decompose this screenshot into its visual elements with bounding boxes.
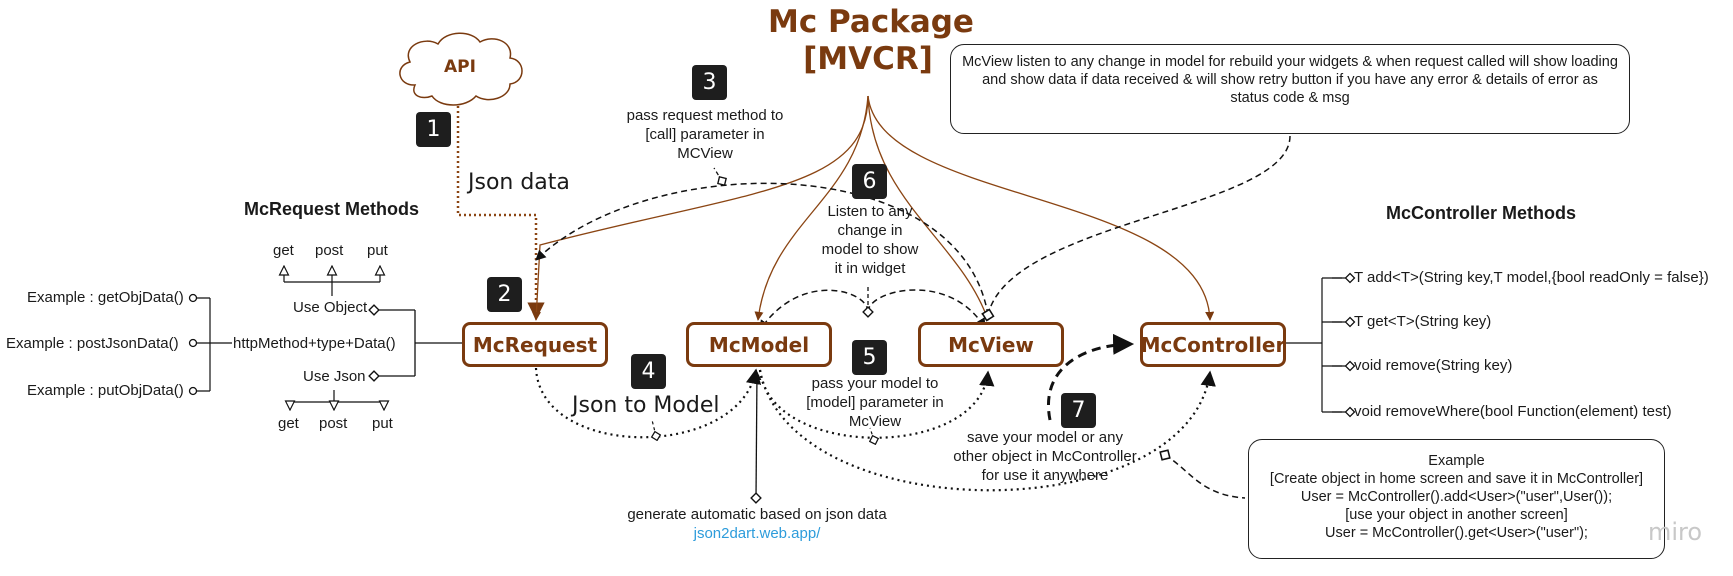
- example-post: Example : postJsonData(): [6, 335, 179, 352]
- step7-line1: save your model or any: [967, 429, 1123, 446]
- generate-text: generate automatic based on json data js…: [582, 505, 932, 543]
- step5-line1: pass your model to: [811, 375, 939, 392]
- controller-method-add: T add<T>(String key,T model,{bool readOn…: [1354, 269, 1709, 286]
- step3-line2: [call] parameter in: [645, 126, 765, 143]
- mccontroller-node: McController: [1140, 322, 1286, 367]
- step3-line1: pass request method to: [626, 107, 784, 124]
- step-badge-2: 2: [487, 277, 522, 312]
- example-note-line2: [Create object in home screen and save i…: [1269, 471, 1644, 487]
- step3-text: pass request method to [call] parameter …: [600, 106, 810, 163]
- step6-line1: Listen to any: [827, 203, 913, 220]
- step-badge-5: 5: [852, 340, 887, 375]
- mccontroller-methods-heading: McController Methods: [1386, 203, 1577, 223]
- step6-line3: model to show: [821, 241, 919, 258]
- example-note: Example [Create object in home screen an…: [1248, 439, 1665, 559]
- step7-line3: for use it anywhere: [981, 467, 1109, 484]
- step6-line2: change in: [837, 222, 903, 239]
- step7-text: save your model or any other object in M…: [930, 428, 1160, 485]
- step3-line3: MCView: [677, 145, 733, 162]
- controller-method-removewhere: void removeWhere(bool Function(element) …: [1354, 403, 1672, 420]
- mcview-node: McView: [918, 322, 1064, 367]
- generate-line: generate automatic based on json data: [627, 506, 887, 523]
- req-bottom-method-post: post: [319, 415, 348, 432]
- controller-method-get: T get<T>(String key): [1354, 313, 1492, 330]
- example-put: Example : putObjData(): [27, 382, 184, 399]
- step5-text: pass your model to [model] parameter in …: [780, 374, 970, 431]
- miro-watermark: miro: [1648, 518, 1703, 546]
- step-badge-4: 4: [631, 354, 666, 389]
- step-badge-6: 6: [852, 164, 887, 199]
- step4-text: Json to Model: [572, 393, 720, 418]
- req-bottom-method-get: get: [278, 415, 299, 432]
- step-badge-1: 1: [416, 112, 451, 147]
- mcrequest-node: McRequest: [462, 322, 608, 367]
- step7-line2: other object in McController: [953, 448, 1137, 465]
- step6-text: Listen to any change in model to show it…: [800, 202, 940, 278]
- mcmodel-node: McModel: [686, 322, 832, 367]
- step5-line3: McView: [848, 413, 902, 430]
- json-data-label: Json data: [468, 170, 570, 195]
- req-bottom-method-put: put: [372, 415, 393, 432]
- json2dart-link[interactable]: json2dart.web.app/: [693, 525, 821, 542]
- package-title: Mc Package [MVCR]: [768, 4, 974, 78]
- use-object-label: Use Object: [293, 299, 368, 316]
- example-get: Example : getObjData(): [27, 289, 184, 306]
- controller-method-remove: void remove(String key): [1354, 357, 1513, 374]
- mcview-note: McView listen to any change in model for…: [950, 44, 1630, 134]
- example-note-line4: [use your object in another screen]: [1345, 507, 1568, 523]
- step-badge-3: 3: [692, 65, 727, 100]
- api-label: API: [444, 57, 476, 77]
- req-top-method-get: get: [273, 242, 294, 259]
- step6-line4: it in widget: [834, 260, 906, 277]
- step-badge-7: 7: [1061, 393, 1096, 428]
- use-json-label: Use Json: [303, 368, 366, 385]
- package-title-line2: [MVCR]: [803, 41, 933, 77]
- example-note-line1: Example: [1428, 453, 1485, 469]
- api-cloud-shape: [399, 32, 523, 106]
- req-top-method-put: put: [367, 242, 388, 259]
- http-method-label: httpMethod+type+Data(): [233, 335, 396, 352]
- example-note-line3: User = McController().add<User>("user",U…: [1300, 489, 1613, 505]
- package-title-line1: Mc Package: [768, 4, 974, 40]
- mcrequest-methods-heading: McRequest Methods: [244, 199, 420, 219]
- example-note-line5: User = McController().get<User>("user");: [1325, 525, 1588, 541]
- step5-line2: [model] parameter in: [806, 394, 944, 411]
- req-top-method-post: post: [315, 242, 344, 259]
